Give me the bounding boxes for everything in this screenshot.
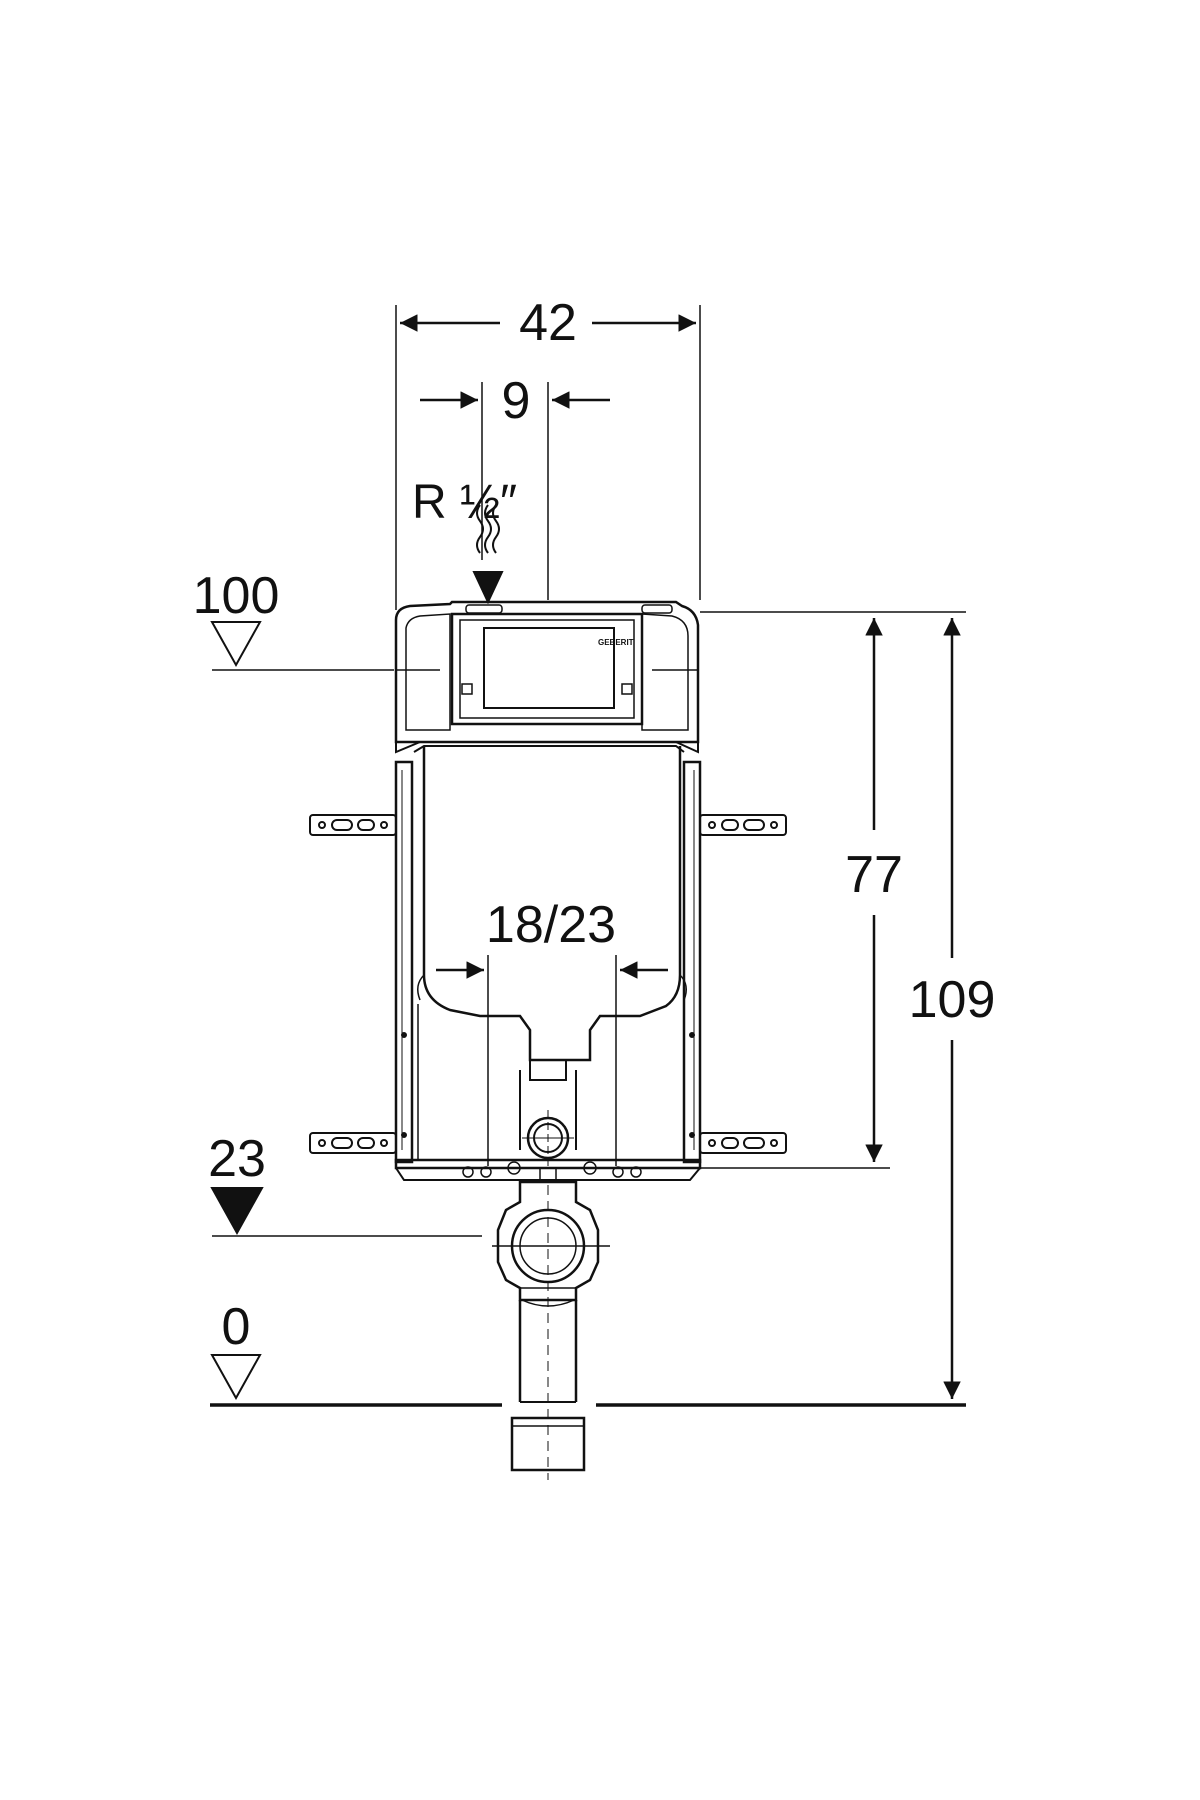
height-109-label: 109: [909, 971, 996, 1029]
offset-9-label: 9: [502, 372, 531, 430]
cistern-top: [394, 600, 700, 744]
flush-plate-opening: [450, 604, 673, 726]
width-42-dimension: [395, 305, 701, 610]
drain-pipe: [510, 1185, 586, 1480]
wall-anchor-bracket-upper-right: [699, 814, 787, 836]
inlet-thread-label: R ½″: [412, 476, 517, 529]
drain-spacing-label: 18/23: [486, 896, 616, 954]
wall-anchor-bracket-lower-left: [309, 1132, 397, 1154]
height-77-label: 77: [845, 846, 903, 904]
level-0-label: 0: [222, 1298, 251, 1356]
level-0-marker: [210, 1354, 262, 1401]
drain-elbow: [492, 1167, 610, 1307]
level-23-marker: [210, 1187, 482, 1237]
wall-anchor-bracket-upper-left: [309, 814, 397, 836]
tank-body: [413, 745, 687, 1166]
water-inlet-arrow: [472, 504, 504, 605]
wall-anchor-bracket-lower-right: [699, 1132, 787, 1154]
drain-spacing-dimension: [436, 955, 668, 1166]
level-100-marker: [210, 621, 394, 671]
level-23-label: 23: [208, 1130, 266, 1188]
brand-logo: GEBERIT: [598, 638, 634, 647]
level-100-label: 100: [193, 567, 280, 625]
height-77-dimension: [700, 611, 966, 1169]
frame-bottom-holes: [462, 1161, 642, 1178]
width-42-label: 42: [519, 294, 577, 352]
